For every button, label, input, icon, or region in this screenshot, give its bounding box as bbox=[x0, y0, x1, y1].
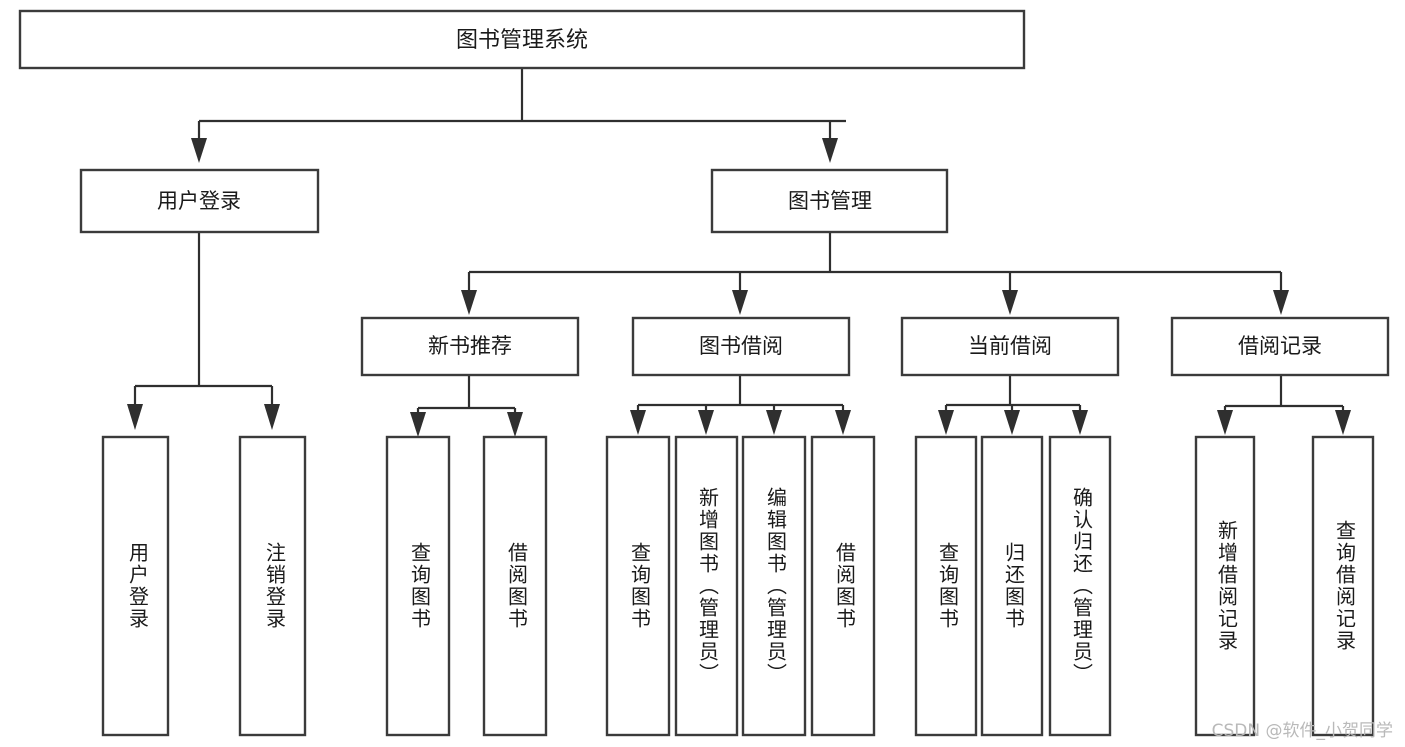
leaf-book-borrow-edit-box bbox=[741, 435, 807, 737]
connector-group-new-book-recommend bbox=[410, 375, 523, 437]
node-borrow-record[interactable]: 借阅记录 bbox=[1170, 316, 1390, 377]
node-book-borrow-box bbox=[631, 316, 851, 377]
node-current-borrow-label: 当前借阅 bbox=[968, 334, 1052, 358]
leaf-book-borrow-add-box bbox=[674, 435, 739, 737]
leaf-book-borrow-add[interactable]: 新增图书（管理员） bbox=[674, 435, 739, 737]
arrow-head-book-borrow-3 bbox=[766, 410, 782, 435]
arrow-head-borrow-record-2 bbox=[1335, 410, 1351, 435]
leaf-current-borrow-confirm-label: 确认归还（管理员） bbox=[1070, 487, 1094, 685]
connector-group-borrow-record bbox=[1217, 375, 1351, 435]
connector-group-book-manage bbox=[461, 232, 1289, 315]
leaf-current-borrow-return-box bbox=[980, 435, 1044, 737]
leaf-book-borrow-query[interactable]: 查询图书 bbox=[605, 435, 671, 737]
leaf-borrow-record-query-box bbox=[1311, 435, 1375, 737]
node-root-label: 图书管理系统 bbox=[456, 28, 588, 53]
leaf-book-borrow-borrow[interactable]: 借阅图书 bbox=[810, 435, 876, 737]
leaf-book-borrow-query-label: 查询图书 bbox=[628, 542, 652, 630]
leaf-book-borrow-edit-label: 编辑图书（管理员） bbox=[764, 487, 788, 685]
arrow-head-current-borrow-2 bbox=[1004, 410, 1020, 435]
arrow-head-borrow-record-1 bbox=[1217, 410, 1233, 435]
arrow-head-user-login-1 bbox=[127, 404, 143, 430]
node-new-book-recommend-box bbox=[360, 316, 580, 377]
arrow-head-new-book-1 bbox=[410, 412, 426, 437]
node-book-manage-label: 图书管理 bbox=[788, 189, 872, 213]
leaf-user-login-login-label: 用户登录 bbox=[126, 542, 150, 630]
node-root-system[interactable]: 图书管理系统 bbox=[18, 9, 1026, 70]
leaf-new-book-borrow[interactable]: 借阅图书 bbox=[482, 435, 548, 737]
leaf-book-borrow-borrow-box bbox=[810, 435, 876, 737]
arrow-head-book-borrow-2 bbox=[698, 410, 714, 435]
node-book-borrow-label: 图书借阅 bbox=[699, 334, 783, 358]
node-user-login-box bbox=[79, 168, 320, 234]
arrow-head-book-borrow-4 bbox=[835, 410, 851, 435]
leaf-borrow-record-query-label: 查询借阅记录 bbox=[1333, 520, 1357, 652]
node-current-borrow-box bbox=[900, 316, 1120, 377]
leaf-user-login-logout-box bbox=[238, 435, 307, 737]
node-book-manage-box bbox=[710, 168, 949, 234]
leaf-user-login-logout-label: 注销登录 bbox=[263, 542, 287, 630]
leaf-user-login-login-box bbox=[101, 435, 170, 737]
leaf-current-borrow-query-box bbox=[914, 435, 978, 737]
node-user-login[interactable]: 用户登录 bbox=[79, 168, 320, 234]
arrow-head-user-login bbox=[191, 138, 207, 163]
node-user-login-label: 用户登录 bbox=[157, 189, 241, 213]
leaf-borrow-record-add-box bbox=[1194, 435, 1256, 737]
leaf-current-borrow-query-label: 查询图书 bbox=[936, 542, 960, 630]
leaf-book-borrow-query-box bbox=[605, 435, 671, 737]
leaf-borrow-record-query[interactable]: 查询借阅记录 bbox=[1311, 435, 1375, 737]
arrow-head-book-borrow-1 bbox=[630, 410, 646, 435]
leaf-borrow-record-add[interactable]: 新增借阅记录 bbox=[1194, 435, 1256, 737]
arrow-head-level3-2 bbox=[732, 290, 748, 315]
connector-group-root bbox=[191, 68, 846, 163]
arrow-head-user-login-2 bbox=[264, 404, 280, 430]
leaf-current-borrow-return[interactable]: 归还图书 bbox=[980, 435, 1044, 737]
arrow-head-current-borrow-3 bbox=[1072, 410, 1088, 435]
node-current-borrow[interactable]: 当前借阅 bbox=[900, 316, 1120, 377]
leaf-current-borrow-query[interactable]: 查询图书 bbox=[914, 435, 978, 737]
leaf-user-login-login[interactable]: 用户登录 bbox=[101, 435, 170, 737]
node-new-book-recommend[interactable]: 新书推荐 bbox=[360, 316, 580, 377]
arrow-head-level3-1 bbox=[461, 290, 477, 315]
arrow-head-level3-4 bbox=[1273, 290, 1289, 315]
leaf-new-book-borrow-box bbox=[482, 435, 548, 737]
arrow-head-new-book-2 bbox=[507, 412, 523, 437]
leaf-book-borrow-add-label: 新增图书（管理员） bbox=[696, 487, 720, 685]
node-new-book-recommend-label: 新书推荐 bbox=[428, 334, 512, 358]
node-root-box bbox=[18, 9, 1026, 70]
leaf-book-borrow-borrow-label: 借阅图书 bbox=[833, 542, 857, 630]
leaf-current-borrow-confirm[interactable]: 确认归还（管理员） bbox=[1048, 435, 1112, 737]
leaf-new-book-query-label: 查询图书 bbox=[408, 542, 432, 630]
leaf-current-borrow-confirm-box bbox=[1048, 435, 1112, 737]
connector-group-book-borrow bbox=[630, 375, 851, 435]
leaf-borrow-record-add-label: 新增借阅记录 bbox=[1215, 520, 1239, 652]
connector-group-current-borrow bbox=[938, 375, 1088, 435]
connector-group-user-login bbox=[127, 232, 280, 430]
leaf-book-borrow-edit[interactable]: 编辑图书（管理员） bbox=[741, 435, 807, 737]
node-book-manage[interactable]: 图书管理 bbox=[710, 168, 949, 234]
node-borrow-record-box bbox=[1170, 316, 1390, 377]
leaf-new-book-query[interactable]: 查询图书 bbox=[385, 435, 451, 737]
node-borrow-record-label: 借阅记录 bbox=[1238, 334, 1322, 358]
leaf-user-login-logout[interactable]: 注销登录 bbox=[238, 435, 307, 737]
arrow-head-current-borrow-1 bbox=[938, 410, 954, 435]
arrow-head-level3-3 bbox=[1002, 290, 1018, 315]
leaf-new-book-query-box bbox=[385, 435, 451, 737]
node-book-borrow[interactable]: 图书借阅 bbox=[631, 316, 851, 377]
leaf-current-borrow-return-label: 归还图书 bbox=[1002, 542, 1026, 630]
leaf-new-book-borrow-label: 借阅图书 bbox=[505, 542, 529, 630]
arrow-head-book-manage bbox=[822, 138, 838, 163]
